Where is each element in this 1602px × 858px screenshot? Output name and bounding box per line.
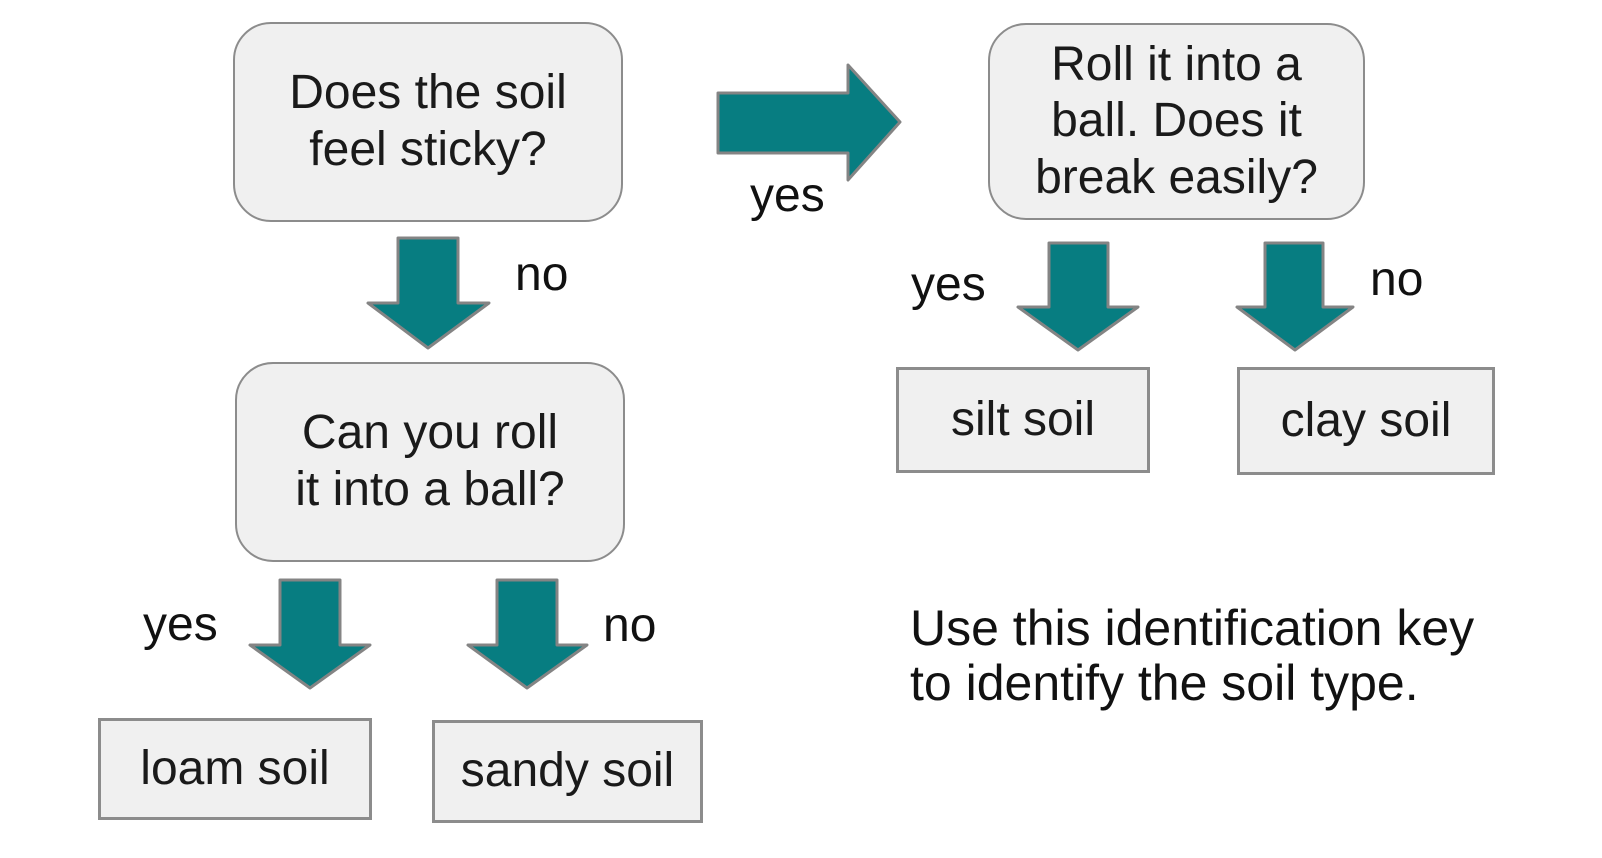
result-box-clay-soil: clay soil	[1237, 367, 1495, 475]
arrow-down-icon	[466, 578, 589, 690]
decision-box-can-roll-into-ball: Can you roll it into a ball?	[235, 362, 625, 562]
edge-label-yes: yes	[750, 169, 825, 222]
edge-label-yes: yes	[143, 598, 218, 651]
edge-label-yes: yes	[911, 258, 986, 311]
arrow-down-icon	[366, 236, 491, 350]
edge-label-no: no	[515, 248, 569, 301]
instruction-note: Use this identification key to identify …	[910, 600, 1475, 711]
arrow-down-icon	[1016, 241, 1140, 352]
edge-label-no: no	[1370, 253, 1424, 306]
decision-box-roll-ball-break-easily: Roll it into a ball. Does it break easil…	[988, 23, 1365, 220]
decision-box-does-soil-feel-sticky: Does the soil feel sticky?	[233, 22, 623, 222]
arrow-down-icon	[1235, 241, 1355, 352]
edge-label-no: no	[603, 599, 657, 652]
arrow-down-icon	[248, 578, 372, 690]
result-box-sandy-soil: sandy soil	[432, 720, 703, 823]
arrow-right-icon	[716, 63, 902, 182]
result-box-loam-soil: loam soil	[98, 718, 372, 820]
result-box-silt-soil: silt soil	[896, 367, 1150, 473]
